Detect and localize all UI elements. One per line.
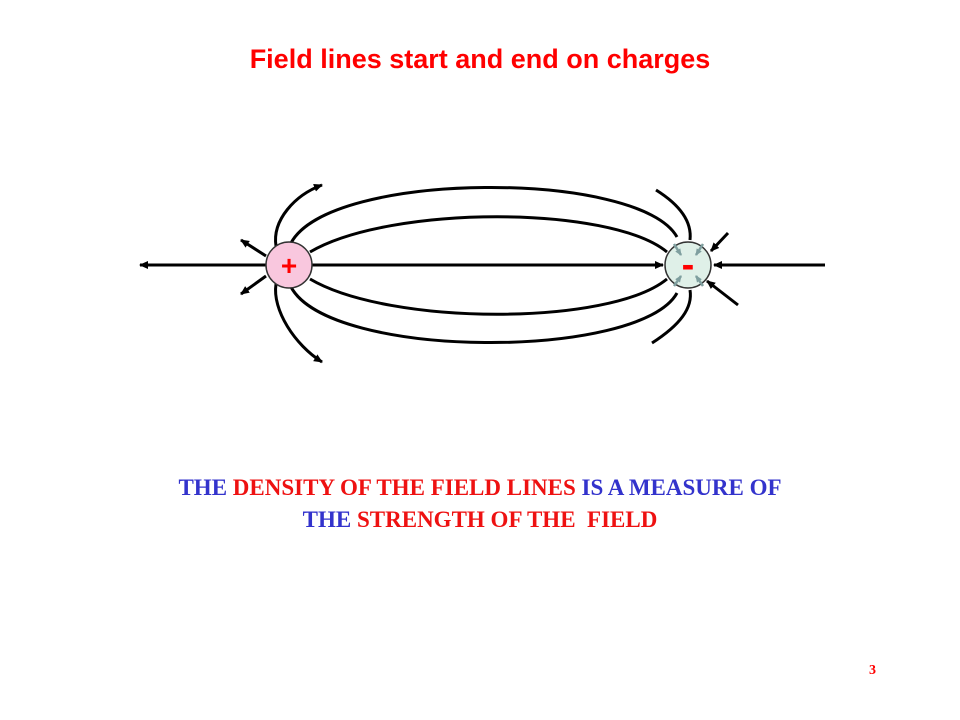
field-line-inner-bottom [309, 277, 668, 316]
caption-segment: THE [302, 507, 357, 532]
slide-title: Field lines start and end on charges [249, 44, 711, 74]
inward-arrow-1 [672, 243, 683, 256]
field-line-outer-bottom [289, 286, 679, 344]
field-line-inner-top [309, 215, 668, 254]
caption-segment-highlight: STRENGTH OF THE FIELD [356, 507, 658, 532]
field-line-escape-bottom [274, 283, 323, 364]
field-line-diag-up [240, 238, 267, 258]
field-line-diag-down [240, 274, 267, 296]
inward-arrow-2 [694, 243, 705, 256]
field-line-arrive-bottom [651, 289, 692, 345]
inward-arrow-4 [694, 275, 705, 287]
field-line-arrive-top [655, 188, 692, 241]
caption-segment: IS A MEASURE OF [575, 475, 782, 500]
caption: THE DENSITY OF THE FIELD LINES IS A MEAS… [0, 472, 960, 536]
field-line-outer-top [289, 186, 679, 244]
positive-charge-label: + [281, 250, 297, 281]
inward-arrow-3 [672, 275, 683, 287]
caption-segment-highlight: DENSITY OF THE FIELD LINES [232, 475, 576, 500]
field-line-diag-in-bottom [706, 279, 739, 307]
field-line-escape-top [274, 183, 323, 247]
negative-charge-label: - [682, 244, 695, 286]
caption-segment: THE [178, 475, 233, 500]
positive-charge [265, 241, 313, 289]
caption-line-2: THE STRENGTH OF THE FIELD [0, 504, 960, 536]
caption-line-1: THE DENSITY OF THE FIELD LINES IS A MEAS… [0, 472, 960, 504]
page-number: 3 [869, 663, 876, 678]
field-line-diag-in-top [709, 231, 730, 253]
